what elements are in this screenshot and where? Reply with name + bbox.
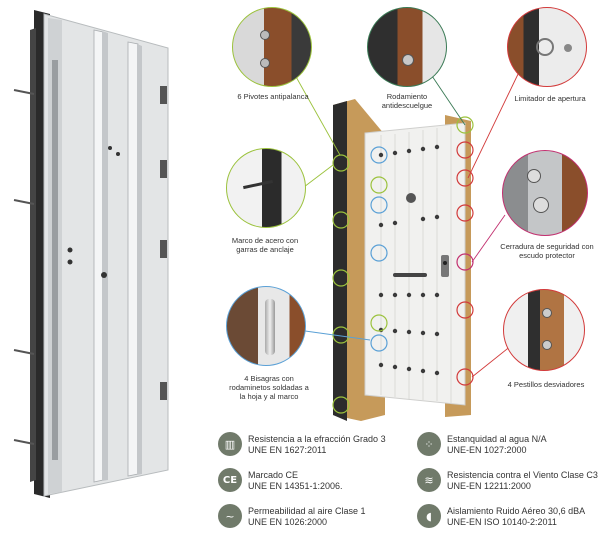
detail-frame-anchor bbox=[226, 148, 306, 228]
wind-resistance-icon: ≋ bbox=[417, 468, 441, 492]
detail-lock bbox=[502, 150, 588, 236]
door-exterior-view bbox=[333, 99, 471, 421]
detail-pivots bbox=[232, 7, 312, 87]
caption-cerradura: Cerradura de seguridad con escudo protec… bbox=[500, 242, 594, 260]
ce-mark-icon: CE bbox=[218, 468, 242, 492]
caption-bisagras: 4 Bisagras con rodaminetos soldadas a la… bbox=[229, 374, 309, 401]
detail-deflector-bolts bbox=[503, 289, 585, 371]
fire-resistance-icon: ▥ bbox=[218, 432, 242, 456]
caption-pestillos: 4 Pestillos desviadores bbox=[507, 380, 585, 389]
door-interior-view bbox=[13, 10, 169, 498]
detail-hinges bbox=[226, 286, 306, 366]
detail-bearing bbox=[367, 7, 447, 87]
caption-limitador: Limitador de apertura bbox=[514, 94, 586, 103]
air-permeability-icon: ~ bbox=[218, 504, 242, 528]
caption-rodamiento: Rodamiento antidescuelgue bbox=[381, 92, 433, 110]
water-tightness-icon: ⁘ bbox=[417, 432, 441, 456]
detail-limiter bbox=[507, 7, 587, 87]
caption-pivotes: 6 Pivotes antipalanca bbox=[237, 92, 309, 101]
acoustic-insulation-icon: ◖ bbox=[417, 504, 441, 528]
caption-marco: Marco de acero con garras de anclaje bbox=[231, 236, 299, 254]
